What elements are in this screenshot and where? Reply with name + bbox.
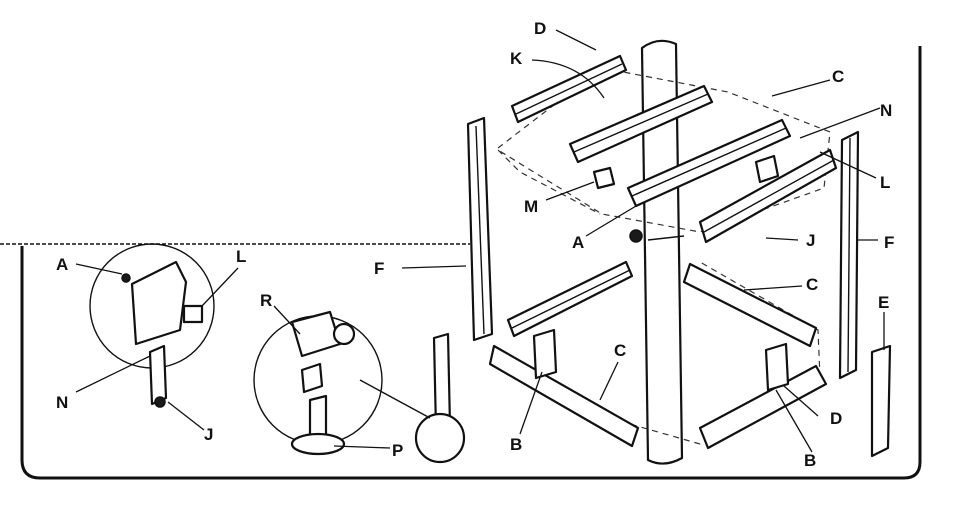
callout-n-inset: N xyxy=(56,393,68,412)
callout-d-top: D xyxy=(534,19,546,38)
bracket-l xyxy=(754,154,780,184)
callout-e: E xyxy=(878,293,889,312)
bracket-m xyxy=(592,166,616,190)
callout-f-left: F xyxy=(374,259,384,278)
rail-c-bottom xyxy=(488,344,640,448)
callout-j-inset: J xyxy=(204,425,213,444)
detail-inset-leveler xyxy=(253,310,431,456)
callout-r: R xyxy=(260,291,272,310)
callout-b-left: B xyxy=(510,435,522,454)
rail-c-middle xyxy=(682,262,818,348)
callout-a-upper: A xyxy=(572,233,584,252)
callout-p: P xyxy=(392,441,403,460)
center-post xyxy=(640,39,685,465)
leader-lines xyxy=(75,29,885,453)
leg-f-left xyxy=(466,116,494,342)
leg-e xyxy=(870,344,892,458)
bolt-a-post xyxy=(629,229,643,243)
callout-l-inset: L xyxy=(236,247,246,266)
leg-f-right xyxy=(838,130,860,380)
callout-d-bottom: D xyxy=(830,409,842,428)
callout-a-inset: A xyxy=(56,255,68,274)
rail-lower-left xyxy=(506,260,634,338)
rail-center-diagonal xyxy=(626,118,792,208)
callout-b-right: B xyxy=(804,451,816,470)
callout-c-top: C xyxy=(832,67,844,86)
callout-k: K xyxy=(510,49,523,68)
callout-c-bottom: C xyxy=(614,341,626,360)
gusset-b-right xyxy=(764,342,790,392)
leg-insert xyxy=(414,332,466,464)
base-outline xyxy=(0,46,922,480)
gusset-b-left xyxy=(532,328,558,380)
callout-m: M xyxy=(524,197,538,216)
callout-f-right: F xyxy=(884,233,894,252)
callout-n-upper: N xyxy=(880,101,892,120)
rail-c-top xyxy=(568,84,714,164)
callout-c-middle: C xyxy=(806,275,818,294)
callout-l-upper: L xyxy=(880,173,890,192)
rail-k xyxy=(510,54,628,124)
callout-labels: D K C N L M A J F C F E C D B B A L N J … xyxy=(56,19,894,470)
detail-inset-bracket xyxy=(89,243,215,408)
callout-j-upper: J xyxy=(806,231,815,250)
rail-n-right xyxy=(698,148,838,244)
